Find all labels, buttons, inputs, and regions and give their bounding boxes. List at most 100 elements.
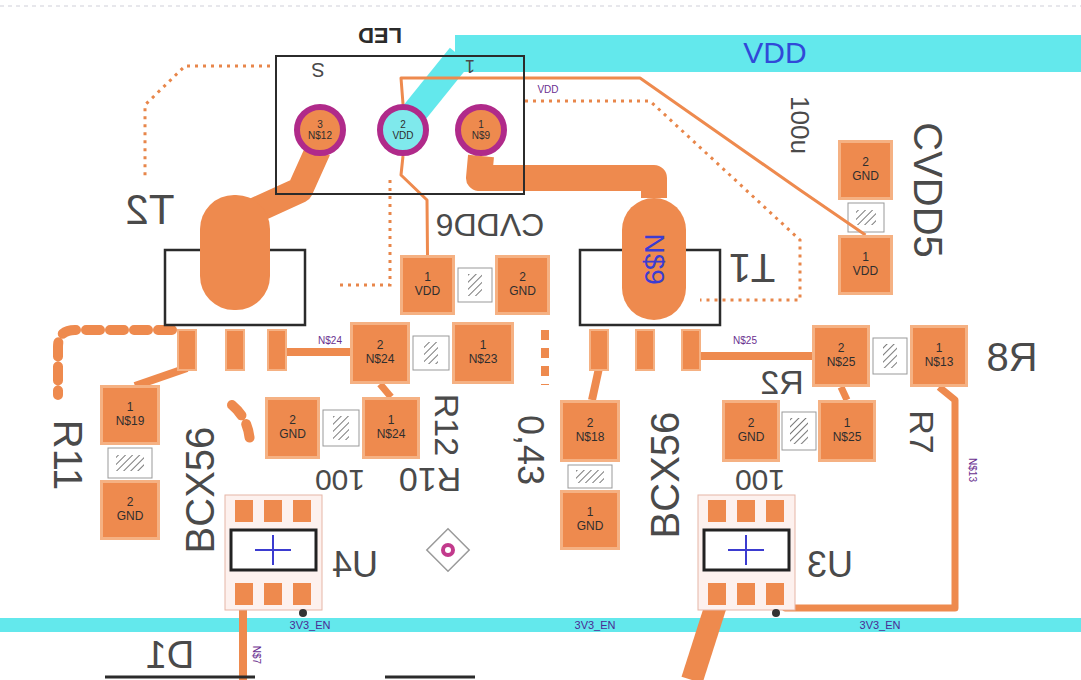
pad-number: 2: [862, 156, 869, 170]
pin1-dot: [772, 609, 780, 617]
net-name: N$12: [308, 130, 332, 141]
ic-pin: [708, 583, 726, 605]
ic-pin: [708, 500, 726, 522]
part-name: R7: [905, 410, 939, 453]
view-border: [0, 6, 1081, 7]
copper-trace: [286, 348, 350, 356]
fiducial-hole: [445, 547, 451, 553]
ic-pin: [235, 583, 253, 605]
pad-number: 1: [862, 251, 869, 265]
smd-pad: 2GND: [722, 400, 780, 462]
capacitor-body: [856, 210, 876, 225]
enable-trace: [0, 618, 1081, 632]
pin1-dot: [299, 609, 307, 617]
net-name: VDD: [743, 38, 806, 68]
capacitor-body: [468, 274, 482, 296]
ic-body: [704, 530, 789, 570]
net-name: N$18: [576, 431, 605, 445]
resistor-body: [568, 465, 612, 488]
pin-marker: 1: [465, 57, 475, 75]
pad-number: 2: [519, 271, 526, 285]
part-value: 100: [315, 465, 365, 495]
net-name: N$24: [318, 336, 342, 346]
ic-pin: [766, 500, 784, 522]
resistor-body: [108, 448, 152, 478]
resistor-body: [782, 412, 816, 450]
resistor-body: [413, 336, 449, 370]
pad-number: 2: [289, 414, 296, 428]
part-value: BCX56: [645, 412, 685, 539]
keepout-outline: [335, 180, 390, 285]
resistor-body: [116, 455, 144, 471]
origin-cross: [255, 549, 291, 551]
fiducial-ring: [441, 543, 455, 557]
part-name: T2: [125, 189, 174, 231]
pad-number: 2: [587, 417, 594, 431]
pad-number: 1: [844, 417, 851, 431]
resistor-body: [790, 418, 808, 444]
ic-pin: [737, 500, 755, 522]
part-value: 100: [735, 465, 785, 495]
smd-pad: 2N$24: [350, 322, 410, 384]
net-name: GND: [279, 428, 306, 442]
transistor-tab: N$9: [622, 198, 686, 320]
transistor-pin: [268, 330, 286, 370]
silkscreen-outline: [105, 676, 475, 679]
resistor-body: [323, 410, 359, 446]
net-name: N$9: [472, 130, 490, 141]
ic-pin: [293, 500, 311, 522]
smd-pad: 1N$24: [362, 397, 420, 459]
part-name: LED: [358, 23, 402, 48]
dashed-trace: [232, 405, 250, 445]
pad-number: 2: [377, 339, 384, 353]
net-name: N$23: [469, 353, 498, 367]
pad-number: 1: [936, 342, 943, 356]
ic-pin: [235, 500, 253, 522]
copper-trace: [239, 605, 247, 680]
dashed-trace: [541, 330, 549, 385]
origin-cross: [728, 549, 764, 551]
smd-pad: 1N$13: [910, 325, 968, 387]
through-hole-pad: 2VDD: [377, 104, 429, 156]
ic-outline: [698, 495, 795, 610]
copper-trace: [479, 156, 654, 198]
part-value: 0,43: [512, 415, 548, 485]
resistor-body: [883, 344, 897, 368]
part-value: BCX56: [180, 427, 220, 554]
smd-pad: 2GND: [838, 140, 893, 200]
transistor-pin: [178, 330, 196, 370]
resistor-body: [873, 338, 907, 374]
part-name: T1: [729, 248, 776, 288]
component-bodies: [108, 203, 907, 488]
net-name: N$25: [833, 431, 862, 445]
part-name: D1: [146, 636, 195, 674]
net-name: 3V3_EN: [290, 620, 331, 631]
pad-number: 2: [748, 417, 755, 431]
capacitor-body: [458, 268, 492, 302]
part-name: CVDD5: [908, 122, 948, 258]
net-name: GND: [577, 520, 604, 534]
through-hole-pad: 1N$9: [455, 104, 507, 156]
net-name: N$25: [733, 336, 757, 346]
net-name: GND: [852, 170, 879, 184]
fiducial-outline: [427, 529, 469, 571]
smd-pad: 1GND: [560, 490, 620, 550]
ic-pin: [737, 583, 755, 605]
pad-number: 3: [317, 119, 323, 130]
smd-pad: 2GND: [100, 480, 160, 540]
net-name: N$13: [967, 458, 977, 482]
copper-trace: [700, 352, 812, 360]
copper-trace: [841, 387, 847, 400]
part-name: U4: [332, 547, 378, 583]
copper-trace: [401, 156, 428, 255]
smd-pad: 1N$25: [818, 400, 876, 462]
smd-pad: 2GND: [265, 397, 320, 459]
net-name: N$24: [377, 428, 406, 442]
pad-number: 2: [400, 119, 406, 130]
smd-pad: 2N$18: [560, 400, 620, 462]
smd-pad: 1VDD: [400, 255, 455, 315]
pad-number: 1: [587, 506, 594, 520]
resistor-body: [576, 470, 604, 483]
pad-number: 2: [838, 342, 845, 356]
